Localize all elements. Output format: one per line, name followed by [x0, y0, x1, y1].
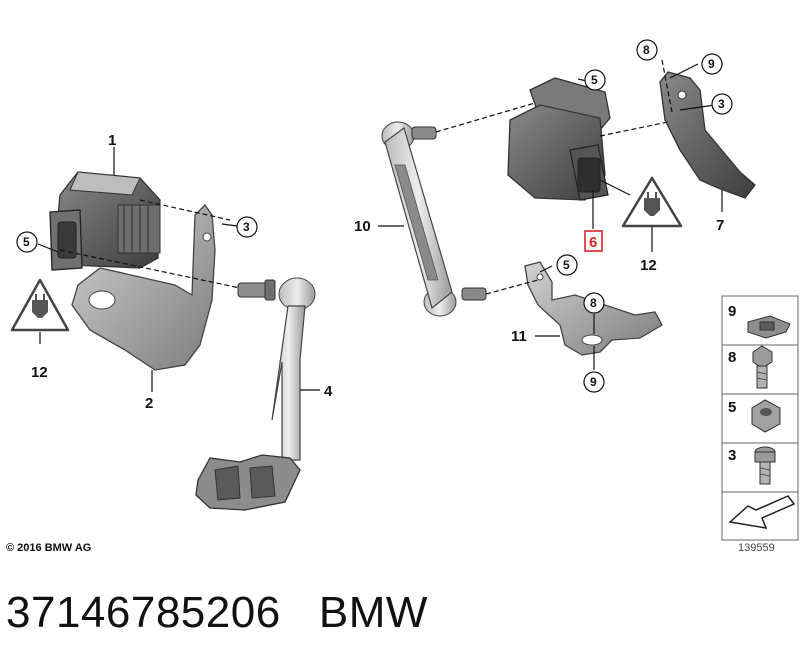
- svg-text:5: 5: [591, 73, 598, 87]
- level-sensor-right: [507, 77, 611, 201]
- part-number: 37146785206: [6, 588, 281, 637]
- svg-text:8: 8: [590, 296, 597, 310]
- connector-warning-icon-left: [10, 278, 70, 332]
- level-sensor-left: [49, 171, 161, 271]
- circled-callout-3-right: 3: [711, 93, 733, 115]
- legend-number: 3: [728, 447, 736, 464]
- bracket-right: [659, 71, 756, 199]
- svg-text:3: 3: [243, 220, 250, 234]
- circled-callout-3-left: 3: [236, 216, 258, 238]
- part-caption: 37146785206 BMW: [6, 588, 428, 638]
- coupling-rod-left: [195, 277, 316, 511]
- legend-number: 9: [728, 303, 736, 320]
- circled-callout-5-left: 5: [16, 231, 38, 253]
- coupling-rod-right: [381, 121, 487, 317]
- circled-callout-9-top: 9: [701, 53, 723, 75]
- svg-text:8: 8: [643, 43, 650, 57]
- svg-text:5: 5: [23, 235, 30, 249]
- callout-12-right: 12: [640, 257, 657, 274]
- svg-text:3: 3: [718, 97, 725, 111]
- highlighted-callout-6[interactable]: 6: [584, 230, 603, 252]
- callout-4: 4: [324, 383, 333, 400]
- hex-bolt-icon: [752, 345, 773, 389]
- circled-callout-5-top: 5: [584, 69, 606, 91]
- svg-text:5: 5: [563, 258, 570, 272]
- arrow-icon: [728, 495, 796, 529]
- callout-1: 1: [108, 132, 116, 149]
- callout-11: 11: [511, 328, 527, 345]
- svg-text:9: 9: [590, 375, 597, 389]
- copyright-text: © 2016 BMW AG: [6, 542, 92, 554]
- clip-nut-icon: [747, 315, 791, 339]
- diagram-id: 139559: [738, 542, 775, 554]
- callout-10: 10: [354, 218, 371, 235]
- brand: BMW: [318, 588, 428, 637]
- legend-number: 5: [728, 399, 736, 416]
- callout-6: 6: [589, 234, 597, 251]
- callout-12-left: 12: [31, 364, 48, 381]
- socket-screw-icon: [754, 446, 776, 485]
- circled-callout-8-mid: 8: [583, 292, 605, 314]
- hex-nut-icon: [751, 399, 781, 433]
- circled-callout-9-bottom: 9: [583, 371, 605, 393]
- circled-callout-8-top: 8: [636, 39, 658, 61]
- hardware-legend: 9 8 5 3: [721, 295, 799, 541]
- connector-warning-icon-right: [621, 176, 683, 228]
- callout-2: 2: [145, 395, 153, 412]
- parts-diagram: 1 2 4 12 10 11 7 12 6 3 5 5 8 9 3 5 8: [10, 39, 799, 541]
- bracket-left: [71, 203, 216, 371]
- legend-number: 8: [728, 349, 736, 366]
- svg-text:9: 9: [708, 57, 715, 71]
- circled-callout-5-mid: 5: [556, 254, 578, 276]
- callout-7: 7: [716, 217, 724, 234]
